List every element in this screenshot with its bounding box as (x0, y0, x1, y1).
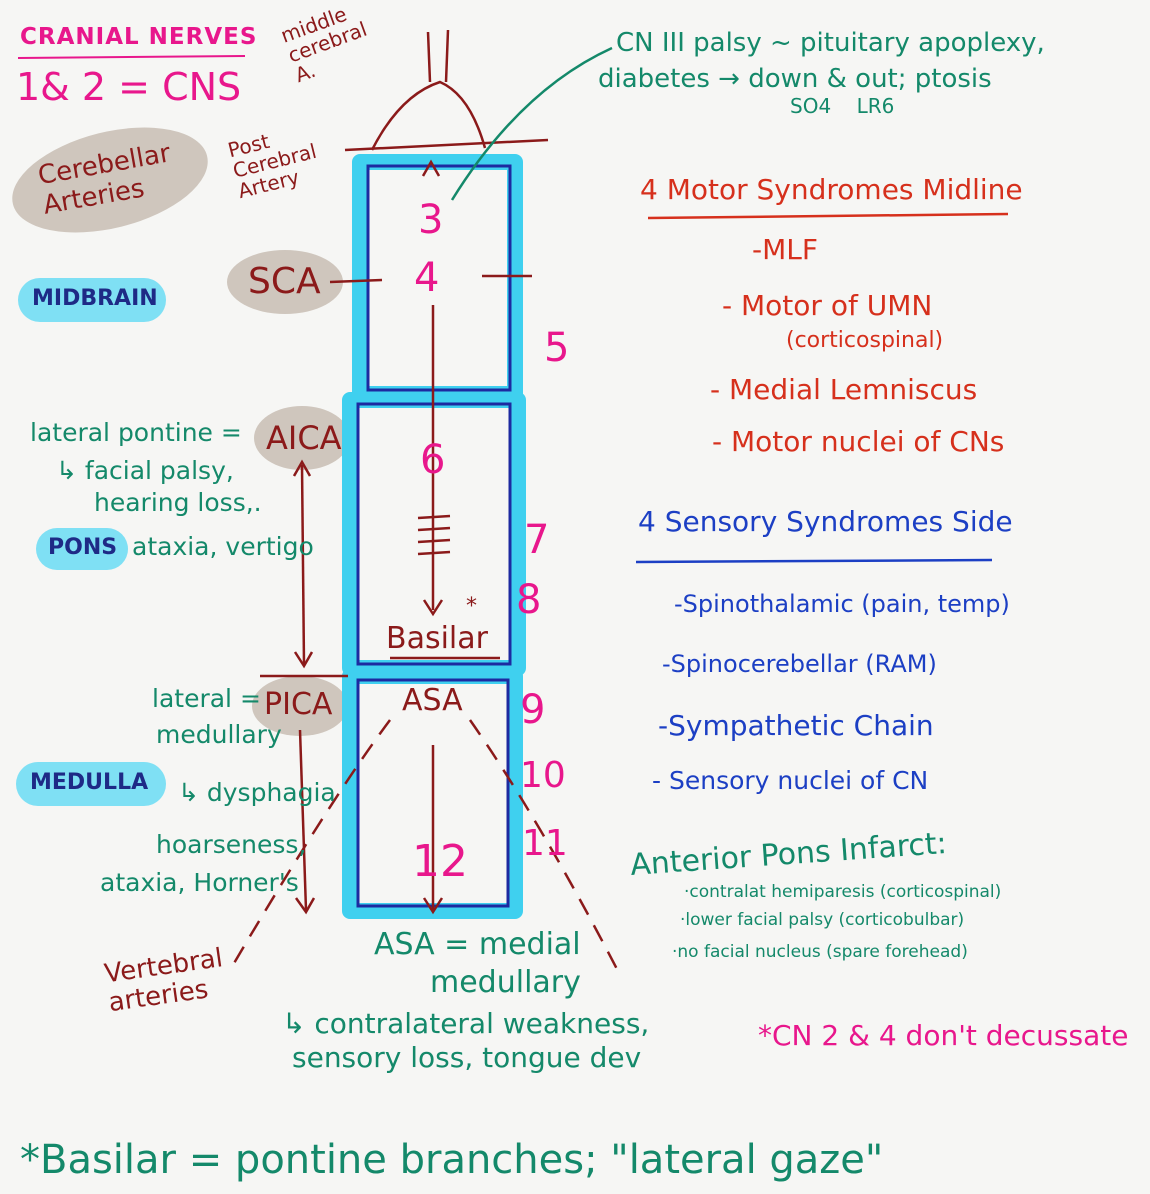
sensory-item-1: -Spinothalamic (pain, temp) (674, 590, 1010, 618)
page-title: CRANIAL NERVES (20, 24, 258, 50)
vertebral-dashed (228, 719, 622, 976)
aica-note-line3: hearing loss,. (94, 488, 262, 517)
anterior-pons-item-1: ·contralat hemiparesis (corticospinal) (684, 882, 1002, 902)
midbrain-highlight (18, 278, 166, 322)
cerebellar-arteries-highlight (12, 127, 208, 233)
cn10-number: 10 (520, 755, 566, 796)
artery-lines (260, 274, 532, 911)
medulla-highlight (16, 762, 166, 806)
cn9-number: 9 (520, 687, 546, 733)
cn3-note-line1: CN III palsy ~ pituitary apoplexy, (616, 28, 1045, 58)
pica-note-line1: lateral = (152, 684, 261, 713)
pica-highlight (252, 676, 348, 736)
title-underline (17, 55, 246, 59)
arrowheads (292, 159, 444, 915)
sca-highlight (227, 250, 343, 314)
cn12-number: 12 (412, 836, 468, 887)
middle-cerebral-artery-shape (344, 29, 549, 152)
basilar-asterisk: * (466, 594, 477, 619)
page-subtitle: 1& 2 = CNS (16, 65, 242, 109)
motor-title: 4 Motor Syndromes Midline (640, 173, 1023, 206)
sensory-item-2: -Spinocerebellar (RAM) (662, 650, 937, 678)
cn-decussate-note: *CN 2 & 4 don't decussate (758, 1019, 1129, 1052)
pica-note-line5: ataxia, Horner's (100, 868, 299, 897)
midbrain-label: MIDBRAIN (32, 286, 158, 311)
cn7-number: 7 (524, 517, 550, 563)
motor-item-1: -MLF (752, 233, 818, 266)
medulla-label: MEDULLA (30, 770, 149, 795)
motor-item-3: - Medial Lemniscus (710, 373, 978, 406)
pica-label: PICA (264, 687, 333, 722)
asa-note-line2: medullary (430, 965, 581, 1000)
sca-label: SCA (248, 261, 321, 302)
pica-note-line4: hoarseness, (156, 830, 307, 859)
aica-label: AICA (266, 419, 342, 457)
cn3-pointer-line (450, 46, 613, 201)
aica-note-line2: ↳ facial palsy, (56, 456, 234, 485)
cn11-number: 11 (522, 823, 568, 864)
cn3-number: 3 (418, 197, 444, 243)
aica-note-line1: lateral pontine = (30, 418, 242, 447)
pica-note-line3: ↳ dysphagia (178, 778, 336, 807)
sensory-divider (635, 558, 993, 564)
aica-highlight (254, 406, 350, 470)
asa-note-line1: ASA = medial (374, 927, 581, 962)
cn3-note-line2: diabetes → down & out; ptosis (598, 64, 992, 94)
cn4-number: 4 (414, 255, 440, 301)
motor-item-4: - Motor nuclei of CNs (712, 425, 1005, 458)
pons-highlight (36, 528, 128, 570)
sensory-item-4: - Sensory nuclei of CN (652, 766, 929, 795)
pica-note-line2: medullary (156, 720, 282, 749)
motor-item-2-sub: (corticospinal) (786, 328, 944, 353)
cn3-note-line3: SO4 LR6 (790, 94, 895, 118)
footer-note: *Basilar = pontine branches; "lateral ga… (20, 1137, 884, 1183)
asa-note-line3: ↳ contralateral weakness, (282, 1007, 650, 1040)
cn8-number: 8 (516, 577, 542, 623)
basilar-label: Basilar (386, 621, 488, 656)
anterior-pons-item-2: ·lower facial palsy (corticobulbar) (680, 910, 965, 930)
asa-note-line4: sensory loss, tongue dev (292, 1041, 642, 1074)
anterior-pons-item-3: ·no facial nucleus (spare forehead) (672, 942, 968, 962)
pontine-branches (417, 514, 451, 556)
motor-item-2: - Motor of UMN (722, 289, 933, 322)
sensory-item-3: -Sympathetic Chain (658, 709, 934, 742)
motor-divider (647, 212, 1009, 220)
cn6-number: 6 (420, 437, 446, 483)
cn5-number: 5 (544, 325, 570, 371)
aica-note-line4: ataxia, vertigo (132, 532, 314, 561)
sensory-title: 4 Sensory Syndromes Side (638, 505, 1013, 538)
asa-label: ASA (402, 683, 463, 718)
pons-label: PONS (48, 535, 118, 560)
